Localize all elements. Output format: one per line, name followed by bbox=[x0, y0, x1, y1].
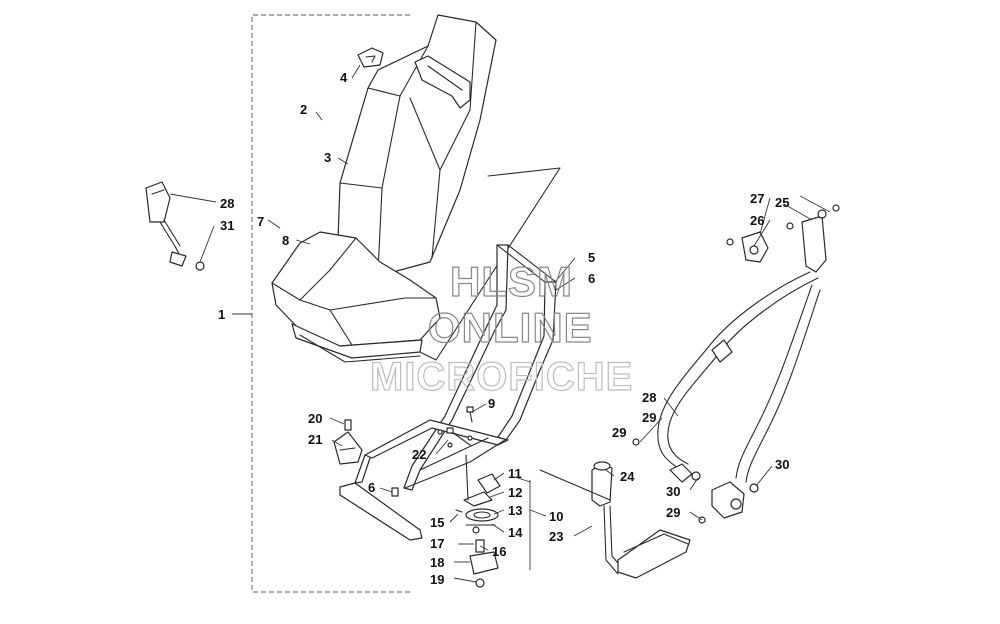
callout-16: 16 bbox=[492, 544, 506, 559]
callout-4: 4 bbox=[340, 70, 348, 85]
leader-lines bbox=[169, 64, 813, 583]
callout-19: 19 bbox=[430, 572, 444, 587]
belt-mount-bracket-part bbox=[539, 461, 691, 579]
callout-24: 24 bbox=[620, 469, 635, 484]
callout-30-right: 30 bbox=[775, 457, 789, 472]
callout-30-left: 30 bbox=[666, 484, 680, 499]
callout-15: 15 bbox=[430, 515, 444, 530]
callout-22: 22 bbox=[412, 447, 426, 462]
callout-6-lower: 6 bbox=[368, 480, 375, 495]
callout-17: 17 bbox=[430, 536, 444, 551]
callout-29-a: 29 bbox=[642, 410, 656, 425]
callout-28-right: 28 bbox=[642, 390, 656, 405]
callout-8: 8 bbox=[282, 233, 289, 248]
watermark-line-3: MICROFICHE bbox=[370, 355, 633, 399]
callout-12: 12 bbox=[508, 485, 522, 500]
seat-cover-tag-part bbox=[357, 47, 384, 68]
watermark: HLSM ONLINE MICROFICHE bbox=[369, 257, 633, 399]
callout-31: 31 bbox=[220, 218, 234, 233]
seat-latch-parts bbox=[455, 454, 501, 588]
callout-6-upper: 6 bbox=[588, 271, 595, 286]
watermark-line-1: HLSM bbox=[450, 258, 573, 305]
callout-13: 13 bbox=[508, 503, 522, 518]
callout-numbers: 1 2 3 4 5 6 6 7 8 9 10 11 12 13 14 15 16… bbox=[218, 70, 789, 587]
callout-25: 25 bbox=[775, 195, 789, 210]
callout-9: 9 bbox=[488, 396, 495, 411]
callout-14: 14 bbox=[508, 525, 523, 540]
callout-7: 7 bbox=[257, 214, 264, 229]
callout-18: 18 bbox=[430, 555, 444, 570]
callout-28-left: 28 bbox=[220, 196, 234, 211]
callout-21: 21 bbox=[308, 432, 322, 447]
callout-29-b: 29 bbox=[666, 505, 680, 520]
callout-11: 11 bbox=[508, 466, 522, 481]
callout-20: 20 bbox=[308, 411, 322, 426]
callout-10: 10 bbox=[549, 509, 563, 524]
mount-bracket-part bbox=[333, 419, 363, 465]
callout-3: 3 bbox=[324, 150, 331, 165]
callout-29-c: 29 bbox=[612, 425, 626, 440]
callout-2: 2 bbox=[300, 102, 307, 117]
callout-27: 27 bbox=[750, 191, 764, 206]
callout-5: 5 bbox=[588, 250, 595, 265]
callout-23: 23 bbox=[549, 529, 563, 544]
bolt-part bbox=[446, 406, 474, 446]
seat-frame-part bbox=[339, 244, 557, 541]
callout-1: 1 bbox=[218, 307, 225, 322]
bolt-lower-part bbox=[391, 487, 399, 497]
seat-belt-retractor-part bbox=[632, 195, 840, 524]
callout-26: 26 bbox=[750, 213, 764, 228]
seat-cushion-part bbox=[271, 231, 441, 363]
watermark-line-2: ONLINE bbox=[428, 304, 593, 351]
